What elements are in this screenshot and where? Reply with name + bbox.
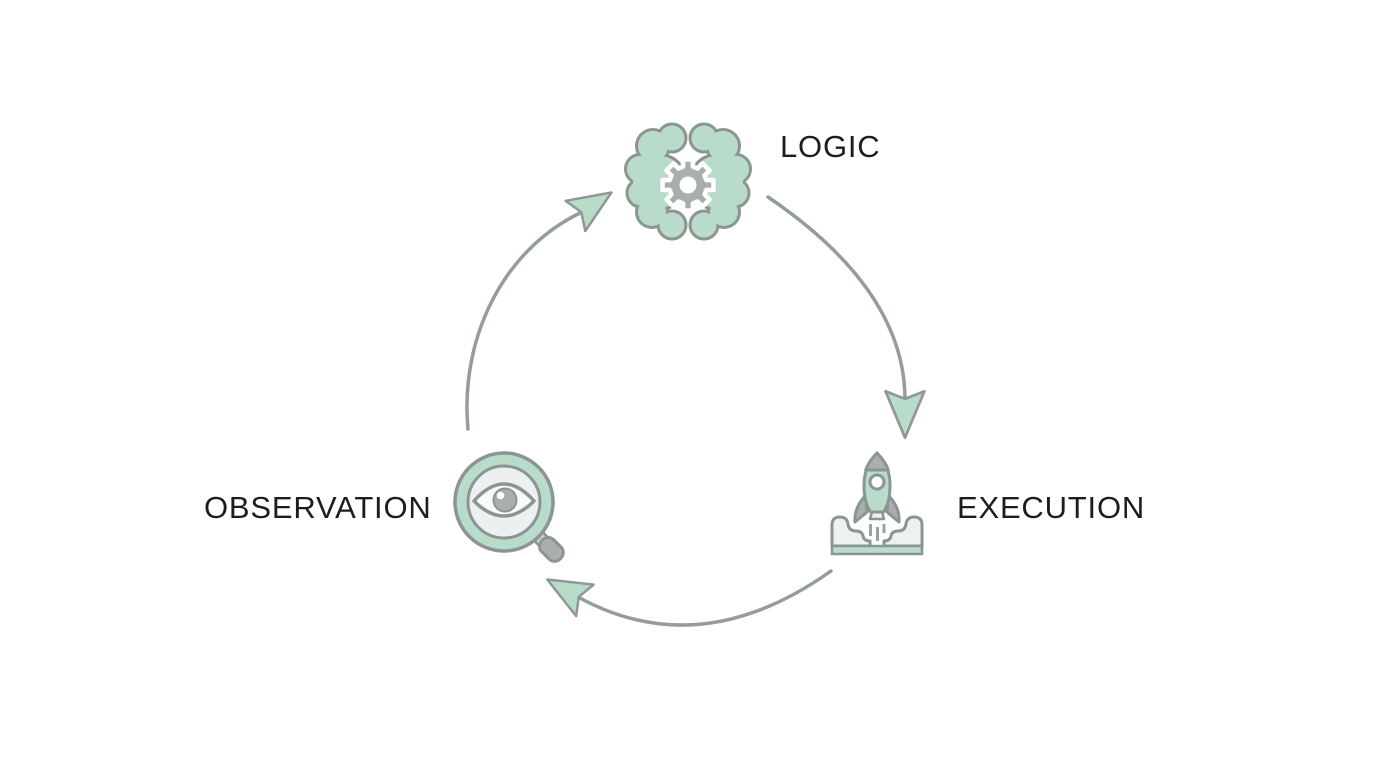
arrow-observation-to-logic: [465, 176, 623, 431]
node-label-logic: LOGIC: [780, 129, 881, 164]
arrow-curve-right: [766, 195, 907, 402]
rocket-nose-cone: [864, 451, 890, 472]
arrow-logic-to-execution: [766, 195, 926, 440]
arrowhead-up-right-icon: [564, 176, 623, 233]
magnifier-eye-icon: [453, 451, 565, 563]
node-label-observation: OBSERVATION: [204, 490, 432, 525]
launch-cloud-left: [830, 515, 872, 548]
rocket-launch-icon: [830, 451, 924, 556]
rocket-window: [868, 473, 886, 491]
eye-iris: [492, 487, 518, 513]
gear-icon: [660, 157, 716, 213]
arrow-curve-bottom: [576, 569, 833, 627]
arrow-curve-left: [465, 210, 584, 431]
magnifier-handle: [537, 535, 565, 563]
arrowhead-up-left-icon: [537, 562, 595, 618]
rocket-fin-right: [885, 493, 901, 524]
launch-pad-base: [830, 544, 924, 556]
gear-hole: [679, 176, 697, 194]
launch-cloud-right: [882, 515, 924, 548]
eye-highlight: [496, 491, 505, 500]
rocket-fin-left: [853, 493, 869, 524]
arrow-execution-to-observation: [537, 562, 833, 627]
brain-gear-icon: [627, 126, 749, 238]
node-label-execution: EXECUTION: [957, 490, 1146, 525]
arrowhead-down-icon: [884, 389, 926, 440]
